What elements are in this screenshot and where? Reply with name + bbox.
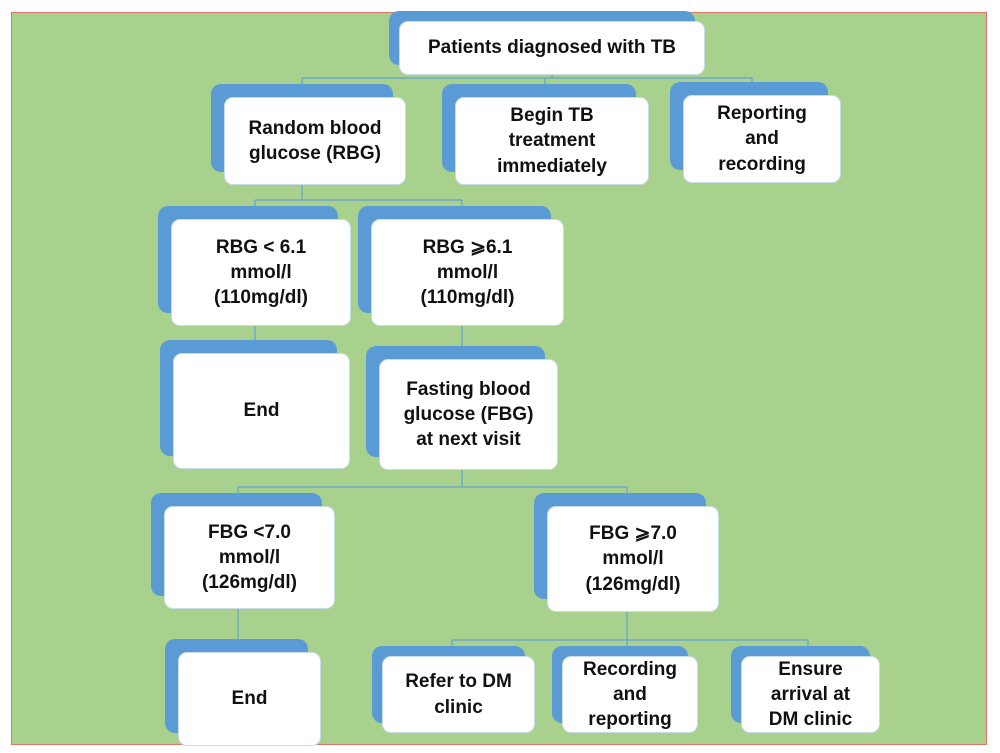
node-ensure-arrival: Ensure arrival at DM clinic [731,646,880,733]
node-end-fbg-label: End [178,652,321,746]
node-fbg-low-label: FBG <7.0 mmol/l (126mg/dl) [164,506,335,609]
node-refer-dm-label: Refer to DM clinic [382,656,535,733]
node-reporting-recording-top-label: Reporting and recording [683,95,841,183]
node-begin-treatment-label: Begin TB treatment immediately [455,97,649,185]
node-ensure-arrival-label: Ensure arrival at DM clinic [741,656,880,733]
node-fbg-high: FBG ⩾7.0 mmol/l (126mg/dl) [534,493,719,612]
node-root-label: Patients diagnosed with TB [399,21,705,75]
node-rbg-low-label: RBG < 6.1 mmol/l (110mg/dl) [171,219,351,326]
node-reporting-recording-top: Reporting and recording [670,82,841,183]
node-end-rbg: End [160,340,350,469]
node-fbg-test: Fasting blood glucose (FBG) at next visi… [366,346,558,470]
node-rbg-high: RBG ⩾6.1 mmol/l (110mg/dl) [358,206,564,326]
node-end-fbg: End [165,639,321,746]
node-fbg-test-label: Fasting blood glucose (FBG) at next visi… [379,359,558,470]
node-rbg-test: Random blood glucose (RBG) [211,84,406,185]
node-rbg-low: RBG < 6.1 mmol/l (110mg/dl) [158,206,351,326]
node-root: Patients diagnosed with TB [389,11,705,75]
node-fbg-low: FBG <7.0 mmol/l (126mg/dl) [151,493,335,609]
node-recording-reporting-bottom: Recording and reporting [552,646,698,733]
node-recording-reporting-bottom-label: Recording and reporting [562,656,698,733]
node-end-rbg-label: End [173,353,350,469]
node-rbg-high-label: RBG ⩾6.1 mmol/l (110mg/dl) [371,219,564,326]
node-fbg-high-label: FBG ⩾7.0 mmol/l (126mg/dl) [547,506,719,612]
node-begin-treatment: Begin TB treatment immediately [442,84,649,185]
node-refer-dm: Refer to DM clinic [372,646,535,733]
node-rbg-test-label: Random blood glucose (RBG) [224,97,406,185]
